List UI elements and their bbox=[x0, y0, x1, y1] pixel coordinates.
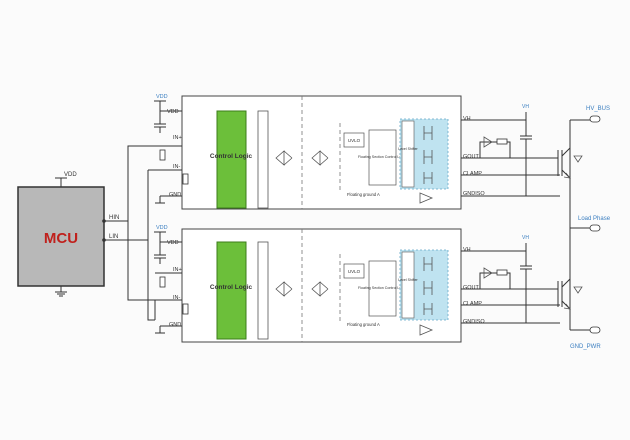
mcu-lin-label: LIN bbox=[109, 234, 118, 240]
vdd-supply-top: VDD bbox=[156, 94, 168, 100]
control-logic-block bbox=[216, 110, 247, 209]
pin-vh-bottom: VH bbox=[463, 247, 471, 253]
mcu-hin-label: HIN bbox=[109, 215, 119, 221]
uvlo-label-bottom: UVLO bbox=[348, 269, 361, 274]
load-phase-terminal bbox=[589, 224, 601, 232]
floating-ground-label: Floating ground A bbox=[347, 192, 380, 197]
pin-vdd-bottom: VDD bbox=[167, 240, 179, 246]
mcu-vdd-label: VDD bbox=[64, 172, 77, 178]
pin-gnd-bottom: GND bbox=[169, 322, 181, 328]
power-stage: HV_BUS Load Phase GND_PWR bbox=[548, 106, 611, 350]
pin-gout-bottom: GOUT bbox=[463, 285, 480, 291]
vdd-supply-bottom: VDD bbox=[156, 225, 168, 231]
level-shifter-label: Level Shifter bbox=[398, 147, 418, 151]
mcu-label: MCU bbox=[44, 230, 78, 247]
pin-clamp-top: CLAMP bbox=[463, 171, 482, 177]
gnd-pwr-terminal bbox=[589, 326, 601, 334]
pin-gout-top: GOUT bbox=[463, 154, 480, 160]
gnd-pwr-label: GND_PWR bbox=[570, 344, 601, 350]
hv-bus-label: HV_BUS bbox=[586, 106, 610, 112]
level-shifter-label-bottom: Level Shifter bbox=[398, 278, 418, 282]
load-phase-label: Load Phase bbox=[578, 216, 611, 222]
pin-gnd-top: GND bbox=[169, 192, 181, 198]
driver-bottom: Control Logic UVLO Floating Section Cont… bbox=[154, 225, 560, 343]
hv-bus-terminal bbox=[589, 115, 601, 123]
control-logic-block-bottom bbox=[216, 241, 247, 340]
igbt-low-side bbox=[548, 278, 583, 310]
floating-logic-label: Floating Section Control Logic bbox=[358, 155, 406, 159]
pin-gndiso-bottom: GNDISO bbox=[463, 319, 485, 325]
pin-gndiso-top: GNDISO bbox=[463, 191, 485, 197]
pin-vdd-top: VDD bbox=[167, 109, 179, 115]
mcu-block: MCU VDD HIN LIN bbox=[17, 172, 119, 297]
uvlo-label: UVLO bbox=[348, 138, 361, 143]
pin-in-neg-bottom: IN- bbox=[173, 295, 181, 301]
pin-vh-top: VH bbox=[463, 116, 471, 122]
floating-ground-label-bottom: Floating ground A bbox=[347, 322, 380, 327]
mcu-wiring bbox=[104, 145, 155, 321]
control-logic-label: Control Logic bbox=[210, 153, 253, 160]
vh-annotation-bottom: VH bbox=[522, 235, 529, 241]
floating-logic-label-bottom: Floating Section Control Logic bbox=[358, 286, 406, 290]
igbt-high-side bbox=[548, 147, 583, 179]
control-logic-label-bottom: Control Logic bbox=[210, 284, 253, 291]
vh-annotation-top: VH bbox=[522, 104, 529, 110]
pin-in-neg-top: IN- bbox=[173, 164, 181, 170]
driver-top: Control Logic UVLO Floating Section Cont… bbox=[148, 94, 560, 210]
pin-in-pos-top: IN+ bbox=[173, 135, 182, 141]
pin-clamp-bottom: CLAMP bbox=[463, 301, 482, 307]
pin-in-pos-bottom: IN+ bbox=[173, 267, 182, 273]
